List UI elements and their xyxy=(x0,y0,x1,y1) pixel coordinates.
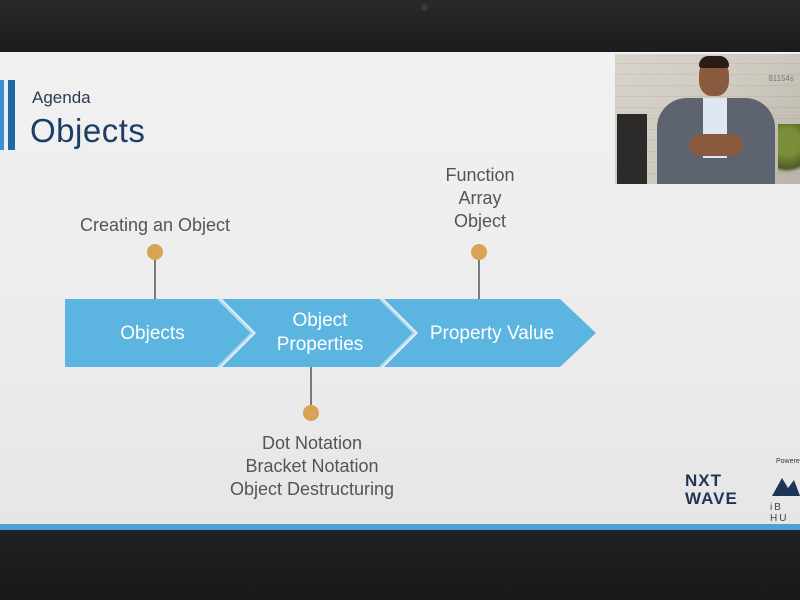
marker-top-right xyxy=(471,244,487,260)
step-arrow-object-properties xyxy=(222,299,414,367)
annotation-line: Object Destructuring xyxy=(229,479,395,499)
step-label-objects: Objects xyxy=(120,323,185,344)
annotation-line: Array xyxy=(458,188,502,208)
presenter-video: 81154s xyxy=(615,54,800,184)
presenter-hair xyxy=(699,56,729,68)
annotation-line: Dot Notation xyxy=(261,433,363,453)
monitor-bezel-bottom xyxy=(0,530,800,600)
annotation-line: Bracket Notation xyxy=(245,456,379,476)
title-accent-bar xyxy=(8,80,15,150)
chevron-separator-2 xyxy=(379,298,416,368)
step-arrow-property-value xyxy=(384,299,596,367)
step-label-object-properties: Object Properties xyxy=(250,309,390,357)
logo-line2: WAVE xyxy=(685,489,738,508)
annotation-access-methods: Dot Notation Bracket Notation Object Des… xyxy=(206,432,418,501)
slide-title: Objects xyxy=(30,112,146,149)
presenter-hands xyxy=(689,134,743,156)
annotation-line: Object xyxy=(453,211,507,231)
screen-bottom-strip xyxy=(0,524,800,530)
nxtwave-logo: NXT WAVE xyxy=(685,472,738,508)
agenda-diagram xyxy=(65,244,596,421)
partner-powered-label: Powere xyxy=(776,458,800,465)
step-label-object-properties-line2: Properties xyxy=(276,334,364,355)
annotation-value-types: Function Array Object xyxy=(420,164,540,233)
partner-logo-icon xyxy=(772,478,800,496)
logo-line1: NXT xyxy=(685,471,722,490)
step-label-object-properties-line1: Object xyxy=(292,310,348,331)
chevron-separator-1 xyxy=(217,298,254,368)
annotation-line: Function xyxy=(445,165,515,185)
video-chair xyxy=(617,114,647,184)
annotation-line: Creating an Object xyxy=(79,215,231,235)
video-watermark: 81154s xyxy=(768,74,794,83)
agenda-label: Agenda xyxy=(32,88,91,107)
annotation-creating-object: Creating an Object xyxy=(60,214,250,237)
step-arrow-objects xyxy=(65,299,252,367)
step-label-property-value: Property Value xyxy=(429,323,555,344)
marker-top-left xyxy=(147,244,163,260)
marker-bottom-middle xyxy=(303,405,319,421)
title-accent-bar-light xyxy=(0,80,4,150)
monitor-bezel-top xyxy=(0,0,800,52)
webcam-dot xyxy=(421,4,428,11)
video-plant xyxy=(778,124,800,184)
presentation-screen: Agenda Objects Objects Object Properties… xyxy=(0,52,800,530)
partner-name: iB HU xyxy=(770,502,789,524)
